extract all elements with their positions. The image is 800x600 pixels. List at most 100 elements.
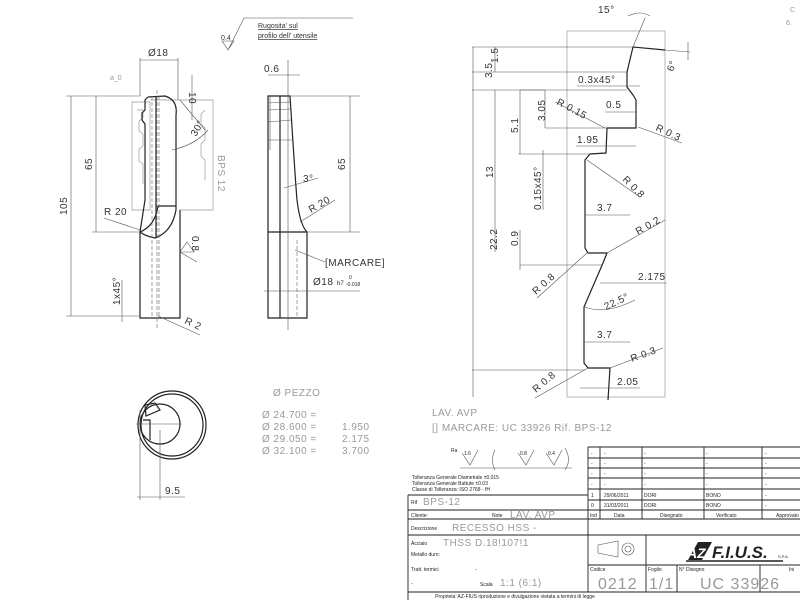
revision-cell: -	[765, 451, 767, 457]
dim-dia18-h7: Ø18	[313, 277, 333, 288]
foglio-value: 1/1	[649, 576, 674, 593]
scala-label: Scala	[480, 582, 493, 588]
revision-cell: -	[765, 482, 767, 488]
cliente-label: Cliente:	[411, 513, 428, 519]
revision-cell: -	[706, 471, 708, 477]
dim-195: 1.95	[577, 135, 598, 146]
end-view: 9.5	[136, 390, 207, 500]
dim-dia18: Ø18	[148, 48, 168, 59]
logo-mark: AZ	[686, 545, 706, 561]
dim-95: 9.5	[165, 486, 180, 497]
revision-cell: -	[706, 482, 708, 488]
note-line2: profilo dell' utensile	[258, 33, 317, 40]
r08-b: R 0.8	[531, 271, 558, 297]
tol-upper: 0	[349, 275, 352, 281]
revision-cell: DORI	[644, 493, 657, 499]
revision-header: Approvato	[776, 513, 799, 519]
dim-65: 65	[84, 158, 95, 170]
revision-header: Data	[614, 513, 625, 519]
tratt-value: -	[475, 567, 477, 573]
profile-detail: 15° 6° 3.5 1.5 0.3x45° R 0.15 0.5 3.05 5…	[472, 5, 691, 401]
inizio-label: Ini	[789, 567, 794, 573]
dim-06: 0.6	[264, 64, 279, 75]
fit-h7: h7	[337, 281, 344, 287]
dim-305: 3.05	[537, 100, 548, 121]
revision-cell: BONO	[706, 503, 721, 509]
tolerance-2: Tolleranza Generale Battute ±0.03	[412, 481, 488, 487]
chamfer-015: 0.15x45°	[533, 166, 544, 210]
dim-2175: 2.175	[638, 272, 666, 283]
revision-cell: -	[706, 451, 708, 457]
tratt-label: Tratt. termici	[411, 567, 439, 573]
front-view: Ø18 a_0 10 30° BPS 12 105 65 R 20 0.8 1x…	[59, 48, 226, 336]
revision-cell: -	[591, 482, 593, 488]
tolerance-1: Tolleranza Generale Diametrale ±0.015	[412, 475, 499, 481]
revision-cell: -	[644, 451, 646, 457]
revision-cell: -	[644, 482, 646, 488]
chamfer-1x45: 1x45°	[112, 277, 123, 305]
dim-105: 105	[59, 197, 70, 215]
disegno-value: UC 33926	[700, 576, 780, 593]
radius-r20: R 20	[104, 207, 127, 218]
codice-value: 0212	[598, 576, 638, 593]
revision-cell: -	[765, 461, 767, 467]
label-a0: a_0	[110, 75, 122, 82]
rif-label: Rif	[411, 500, 418, 506]
revision-cell: 31/03/2011	[604, 503, 629, 509]
ra-08: 0.8	[520, 451, 527, 457]
marcare-label: [MARCARE]	[325, 258, 385, 269]
revision-cell: -	[604, 451, 606, 457]
revision-cell: -	[604, 461, 606, 467]
roughness-legend: Ra 1.6 0.8 0.4	[451, 447, 572, 471]
pezzo-dia-0: Ø 24.700 =	[262, 410, 317, 421]
dim-35: 3.5	[484, 63, 495, 78]
pezzo-val-3: 3.700	[342, 446, 370, 457]
dim-13: 13	[485, 166, 496, 178]
blank-value: -	[411, 581, 413, 587]
revision-cell: -	[591, 451, 593, 457]
revision-cell: -	[765, 503, 767, 509]
pezzo-val-2: 2.175	[342, 434, 370, 445]
tol-lower: -0.018	[346, 282, 360, 288]
note-label: Note	[492, 513, 503, 519]
acciaio-label: Acciaio	[411, 541, 427, 547]
acciaio-value: THSS D.18!107!1	[443, 538, 529, 549]
foglio-label: Foglio	[648, 567, 662, 573]
note-value: LAV. AVP	[510, 510, 556, 521]
angle-6: 6°	[665, 59, 679, 73]
revision-cell: -	[644, 471, 646, 477]
pezzo-title: Ø PEZZO	[273, 388, 320, 399]
ra-label: Ra	[451, 448, 458, 454]
revision-cell: -	[765, 493, 767, 499]
dim-10: 10	[186, 92, 197, 104]
r08-a: R 0.8	[620, 174, 646, 200]
revision-header: Disegnato	[660, 513, 683, 519]
pezzo-table: Ø PEZZO Ø 24.700 = Ø 28.600 = 1.950 Ø 29…	[262, 388, 370, 457]
company-logo: AZ F.I.U.S. S.P.A.	[686, 542, 789, 562]
descrizione-label: Descrizione	[411, 526, 437, 532]
dim-15: 1.5	[490, 48, 501, 63]
projection-symbol-icon	[597, 540, 635, 558]
revision-cell: 0	[591, 503, 594, 509]
dim-222: 22.2	[489, 229, 500, 250]
chamfer-03: 0.3x45°	[578, 75, 616, 86]
revision-cell: 29/06/2011	[604, 493, 629, 499]
angle-3: 3°	[303, 174, 314, 185]
pezzo-val-1: 1.950	[342, 422, 370, 433]
dim-05: 0.5	[606, 100, 621, 111]
rif-value: BPS-12	[423, 497, 460, 508]
pezzo-dia-3: Ø 32.100 =	[262, 446, 317, 457]
r08-c: R 0.8	[531, 370, 558, 395]
pezzo-dia-2: Ø 29.050 =	[262, 434, 317, 445]
radius-r2: R 2	[183, 316, 203, 333]
dim-205: 2.05	[617, 377, 638, 388]
metallo-label: Metallo duro:	[411, 552, 440, 558]
revision-cell: -	[591, 461, 593, 467]
corner-partial-1: C	[790, 7, 795, 14]
revision-cell: -	[604, 482, 606, 488]
revision-header: Ind	[590, 513, 597, 519]
disegno-label: N° Disegno	[679, 567, 705, 573]
pezzo-dia-1: Ø 28.600 =	[262, 422, 317, 433]
revision-cell: -	[591, 471, 593, 477]
revision-cell: BONO	[706, 493, 721, 499]
